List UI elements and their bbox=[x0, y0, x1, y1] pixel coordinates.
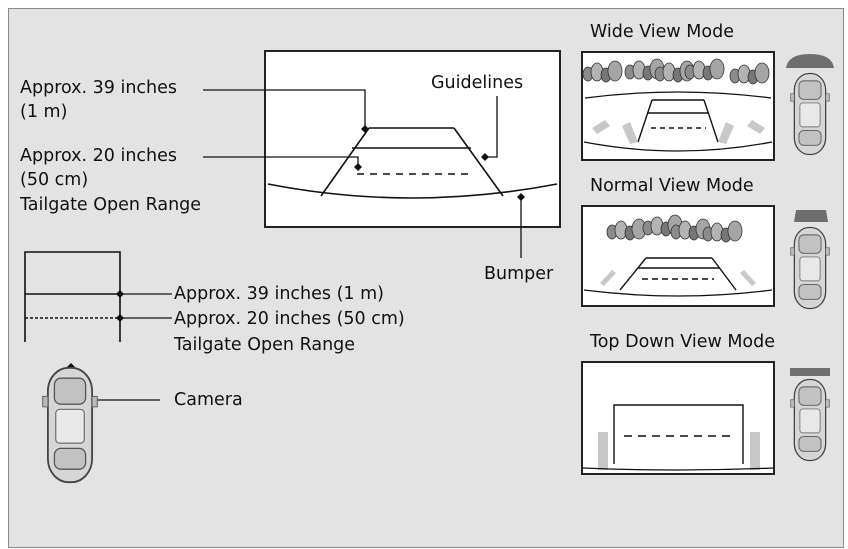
label-camera: Camera bbox=[174, 389, 243, 411]
top-view-dots bbox=[67, 290, 124, 371]
top-down-screen bbox=[582, 362, 774, 474]
label-tailgate-range: Tailgate Open Range bbox=[20, 194, 201, 216]
vehicle-top-view bbox=[43, 368, 98, 482]
label-20-inches: Approx. 20 inches bbox=[20, 145, 177, 167]
top-view-box bbox=[25, 252, 120, 342]
vehicle-wide bbox=[791, 74, 830, 155]
top-down-wedge bbox=[790, 368, 830, 376]
top-view-label-20: Approx. 20 inches (50 cm) bbox=[174, 308, 405, 330]
label-39-inches: Approx. 39 inches bbox=[20, 77, 177, 99]
top-down-view-title: Top Down View Mode bbox=[590, 331, 775, 353]
normal-view-wedge bbox=[794, 210, 828, 222]
label-1-m: (1 m) bbox=[20, 101, 67, 123]
label-guidelines: Guidelines bbox=[431, 72, 523, 94]
top-view-label-39: Approx. 39 inches (1 m) bbox=[174, 283, 384, 305]
vehicle-top-down bbox=[791, 380, 830, 461]
vehicle-normal bbox=[791, 228, 830, 309]
label-50-cm: (50 cm) bbox=[20, 169, 88, 191]
label-bumper: Bumper bbox=[484, 263, 553, 285]
top-view-label-tailgate: Tailgate Open Range bbox=[174, 334, 355, 356]
wide-view-wedge bbox=[786, 54, 834, 68]
normal-view-title: Normal View Mode bbox=[590, 175, 754, 197]
wide-view-title: Wide View Mode bbox=[590, 21, 734, 43]
